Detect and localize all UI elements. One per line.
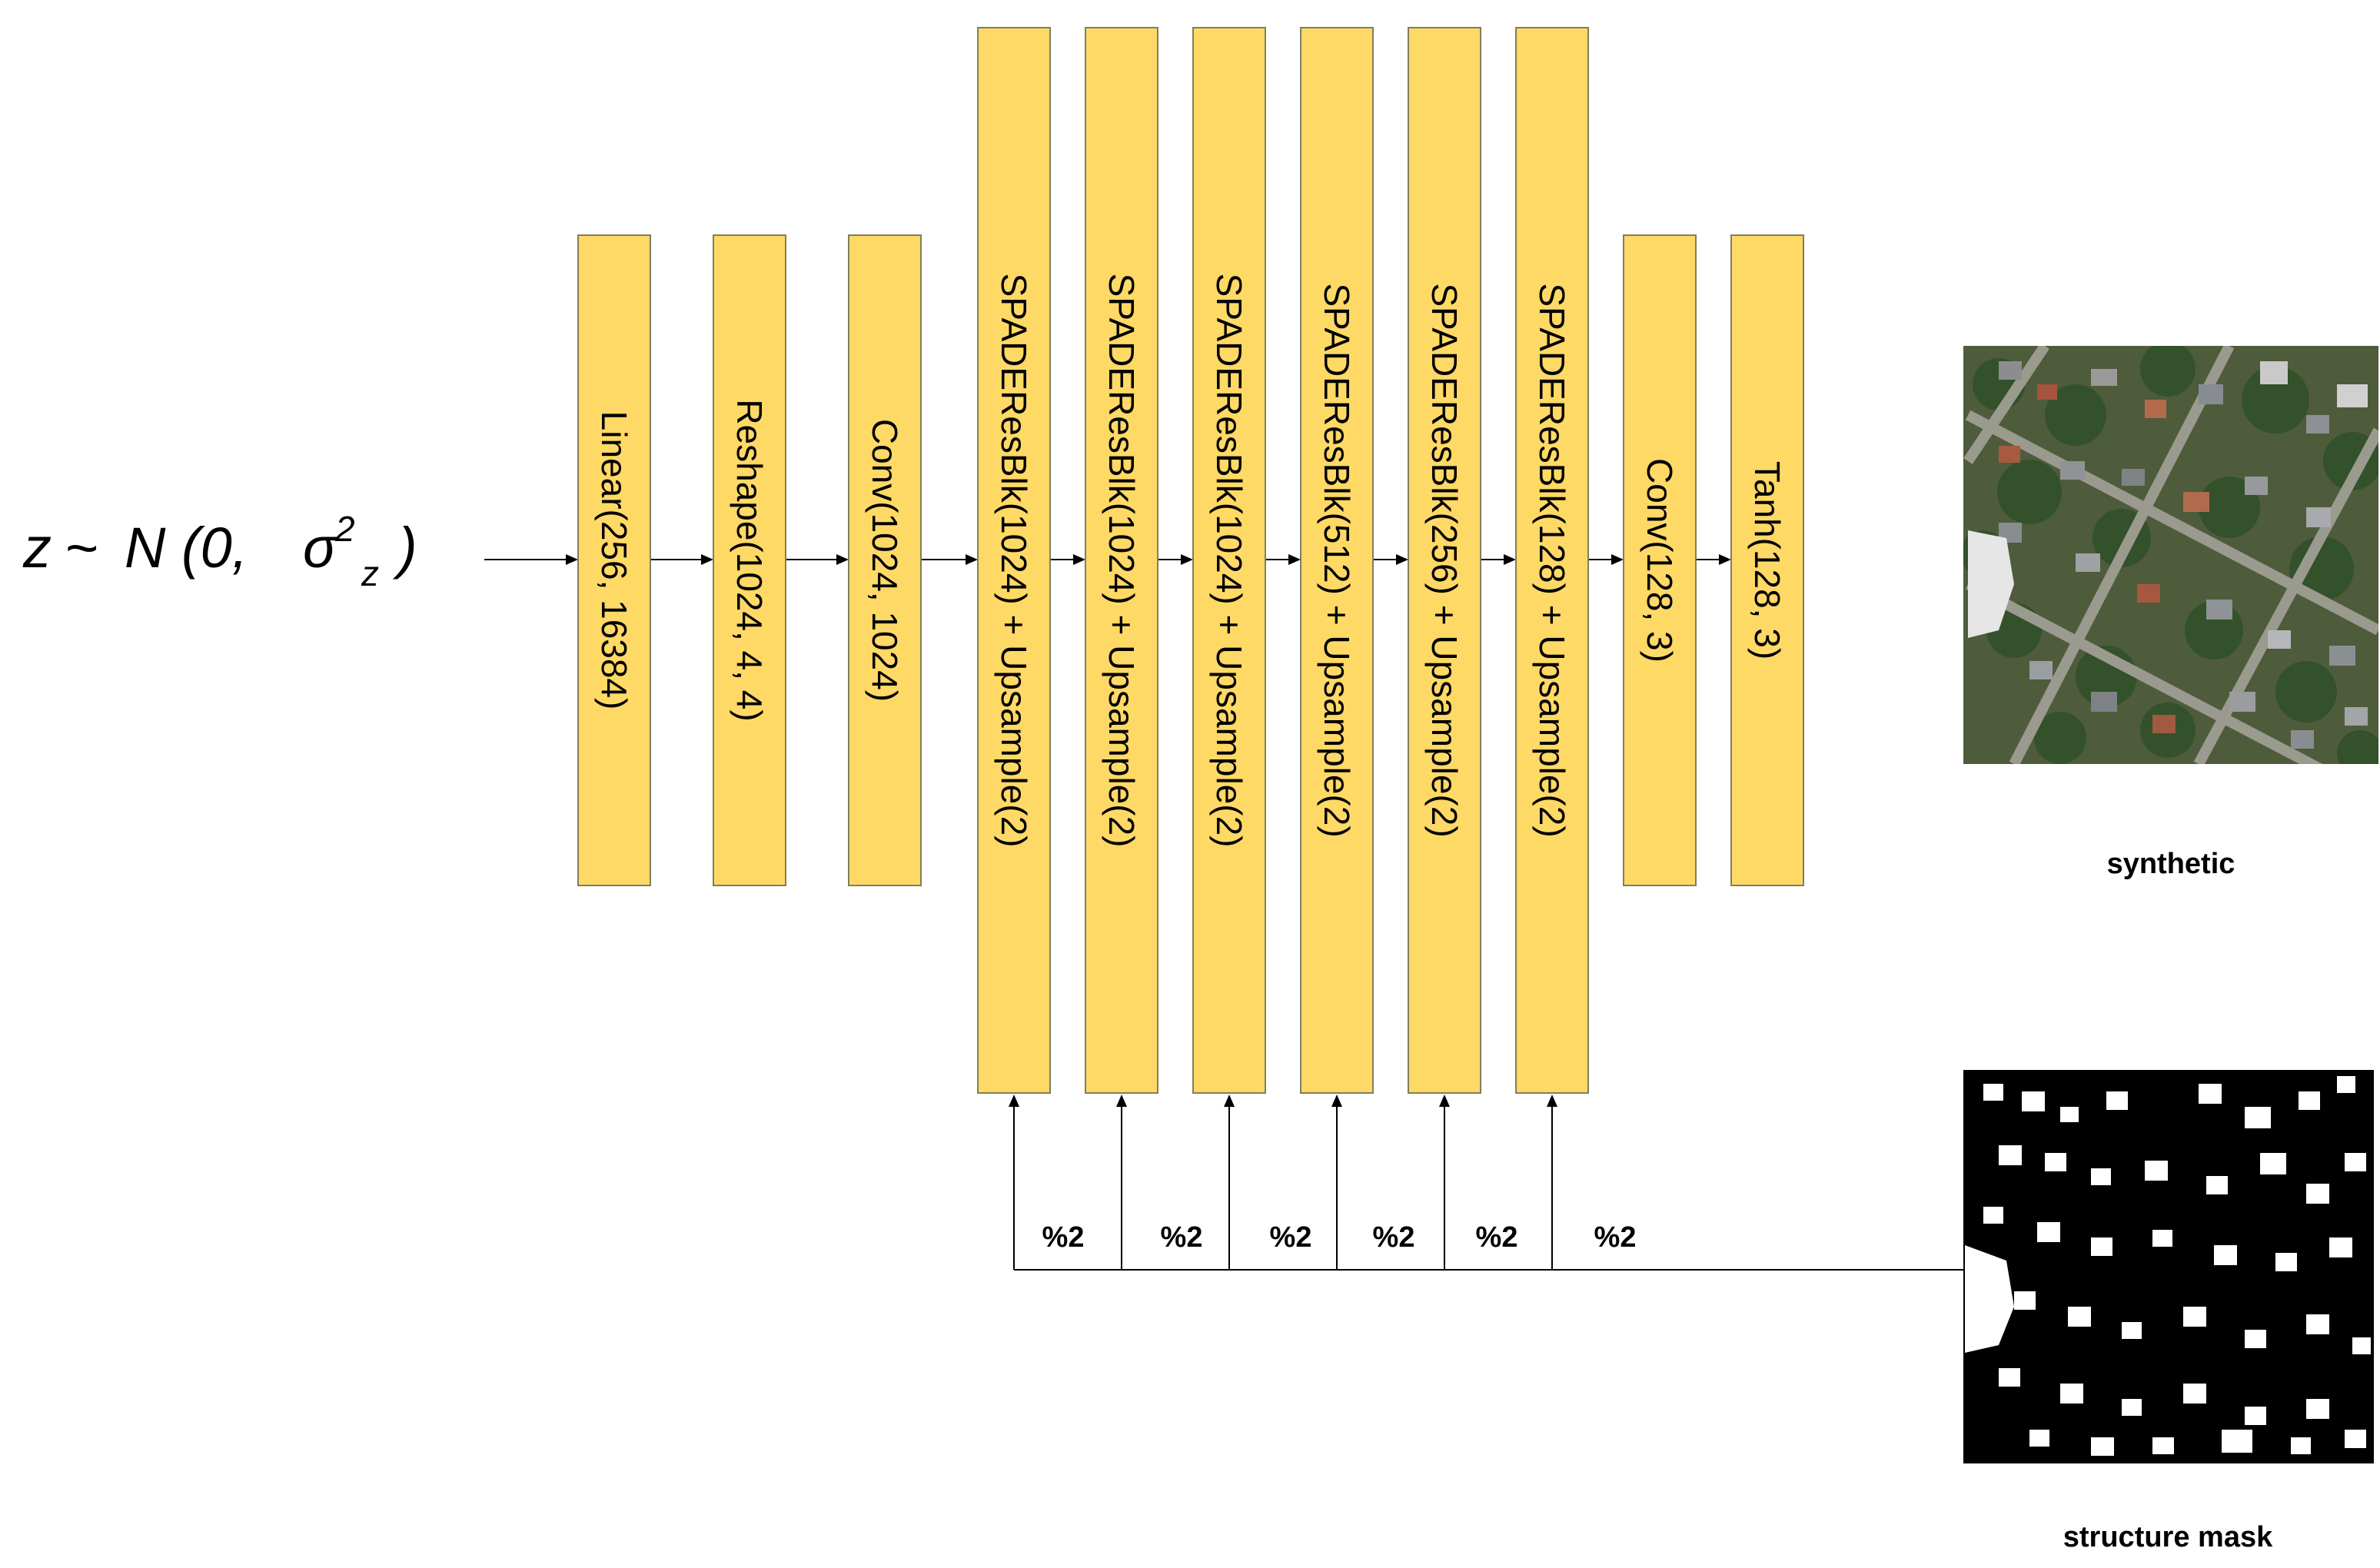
latent-exponent: 2 — [334, 509, 355, 549]
synthetic-roofs — [1968, 361, 2368, 749]
block-conv-128: Conv(128, 3) — [1623, 234, 1697, 886]
mask-background — [1963, 1070, 2374, 1463]
block-reshape-label: Reshape(1024, 4, 4) — [730, 399, 770, 721]
block-tanh-rect — [1730, 234, 1804, 886]
block-linear-rect — [577, 234, 651, 886]
mask-feed: %2 %2 %2 %2 %2 %2 — [1009, 1095, 1965, 1271]
mask-label-4: %2 — [1373, 1221, 1415, 1254]
latent-input-label: z ~ N (0, σ 2 z ) — [22, 509, 417, 593]
block-spade-5-rect — [1408, 27, 1481, 1094]
block-spade-1: SPADEResBlk(1024) + Upsample(2) — [977, 27, 1051, 1094]
latent-subscript: z — [361, 553, 379, 593]
flow-arrowhead-6 — [1288, 554, 1301, 565]
block-linear-label: Linear(256, 16384) — [594, 411, 634, 710]
flow-arrowhead-3 — [966, 554, 978, 565]
block-spade-2-rect — [1085, 27, 1158, 1094]
latent-sigma: σ — [303, 516, 339, 580]
block-spade-2: SPADEResBlk(1024) + Upsample(2) — [1085, 27, 1158, 1094]
flow-arrowhead-7 — [1396, 554, 1408, 565]
structure-mask-caption: structure mask — [2063, 1521, 2273, 1553]
latent-dist: N (0, — [125, 516, 248, 580]
synthetic-caption: synthetic — [2107, 848, 2235, 880]
block-conv-1024-rect — [848, 234, 922, 886]
latent-tilde: ~ — [65, 516, 98, 580]
block-spade-6-label: SPADEResBlk(128) + Upsample(2) — [1532, 283, 1572, 837]
block-spade-1-label: SPADEResBlk(1024) + Upsample(2) — [994, 274, 1034, 848]
block-spade-5-label: SPADEResBlk(256) + Upsample(2) — [1424, 283, 1464, 837]
flow-arrowhead-10 — [1719, 554, 1731, 565]
latent-z: z — [22, 516, 52, 580]
block-spade-3-label: SPADEResBlk(1024) + Upsample(2) — [1209, 274, 1249, 848]
block-spade-3: SPADEResBlk(1024) + Upsample(2) — [1192, 27, 1266, 1094]
block-spade-6: SPADEResBlk(128) + Upsample(2) — [1515, 27, 1589, 1094]
block-conv-128-label: Conv(128, 3) — [1640, 458, 1680, 663]
mask-arrowhead-6 — [1547, 1095, 1557, 1107]
mask-label-5: %2 — [1476, 1221, 1518, 1254]
block-linear: Linear(256, 16384) — [577, 234, 651, 886]
mask-label-2: %2 — [1161, 1221, 1203, 1254]
flow-arrowhead-5 — [1181, 554, 1193, 565]
block-spade-1-rect — [977, 27, 1051, 1094]
flow-arrowhead-8 — [1504, 554, 1516, 565]
mask-label-1: %2 — [1042, 1221, 1085, 1254]
block-spade-5: SPADEResBlk(256) + Upsample(2) — [1408, 27, 1481, 1094]
flow-arrowhead-4 — [1073, 554, 1085, 565]
mask-label-3: %2 — [1270, 1221, 1312, 1254]
block-conv-128-rect — [1623, 234, 1697, 886]
block-reshape-rect — [713, 234, 786, 886]
block-tanh-label: Tanh(128, 3) — [1747, 461, 1787, 659]
synthetic-image — [1963, 346, 2378, 764]
block-spade-6-rect — [1515, 27, 1589, 1094]
mask-label-6: %2 — [1594, 1221, 1637, 1254]
mask-arrowhead-4 — [1331, 1095, 1342, 1107]
mask-arrowhead-1 — [1009, 1095, 1019, 1107]
block-spade-4: SPADEResBlk(512) + Upsample(2) — [1300, 27, 1374, 1094]
block-spade-2-label: SPADEResBlk(1024) + Upsample(2) — [1102, 274, 1142, 848]
block-spade-4-label: SPADEResBlk(512) + Upsample(2) — [1317, 283, 1357, 837]
flow-arrows — [484, 554, 1731, 565]
flow-arrowhead-9 — [1611, 554, 1624, 565]
block-spade-4-rect — [1300, 27, 1374, 1094]
block-conv-1024-label: Conv(1024, 1024) — [865, 419, 905, 702]
structure-mask-image — [1963, 1070, 2374, 1463]
block-conv-1024: Conv(1024, 1024) — [848, 234, 922, 886]
input-arrow-head — [566, 554, 578, 565]
mask-arrowhead-2 — [1116, 1095, 1127, 1107]
flow-arrowhead-2 — [836, 554, 849, 565]
synthetic-roads — [1963, 346, 2378, 764]
block-reshape: Reshape(1024, 4, 4) — [713, 234, 786, 886]
latent-close: ) — [392, 516, 417, 580]
mask-arrowhead-3 — [1224, 1095, 1235, 1107]
block-tanh: Tanh(128, 3) — [1730, 234, 1804, 886]
block-spade-3-rect — [1192, 27, 1266, 1094]
mask-arrowhead-5 — [1439, 1095, 1450, 1107]
flow-arrowhead-1 — [701, 554, 713, 565]
mask-buildings — [1965, 1076, 2371, 1456]
